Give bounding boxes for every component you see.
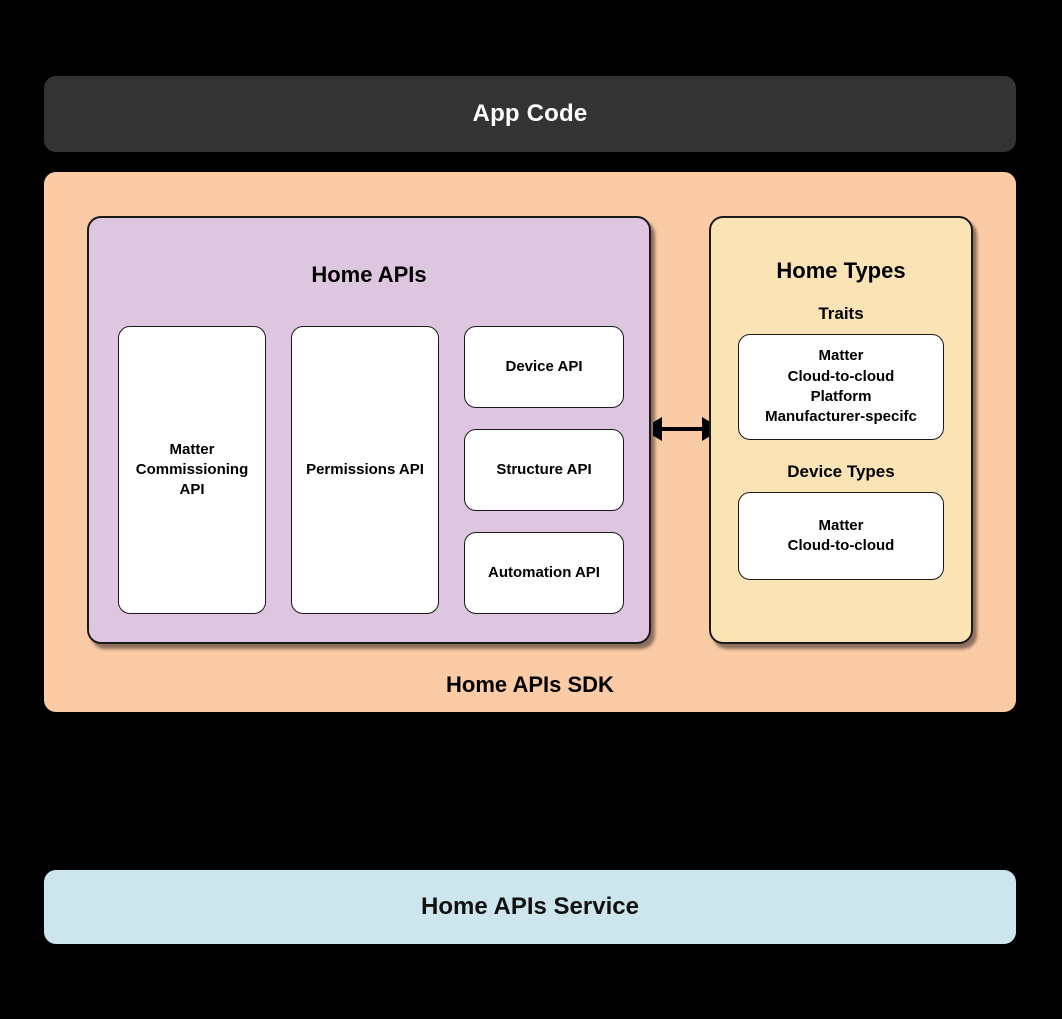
device-type-item: Matter (818, 516, 864, 534)
traits-heading: Traits (818, 304, 864, 323)
home-types-title: Home Types (776, 258, 906, 283)
structure-api-box: Structure API (464, 429, 624, 511)
permissions-api-label: Permissions API (306, 460, 424, 478)
automation-api-label: Automation API (488, 563, 600, 581)
structure-api-label: Structure API (496, 460, 592, 478)
home-apis-title: Home APIs (311, 262, 427, 287)
device-types-box: Matter Cloud-to-cloud (738, 492, 944, 580)
traits-item: Cloud-to-cloud (787, 367, 895, 385)
traits-item: Manufacturer-specifc (765, 408, 917, 426)
home-apis-service-bar: Home APIs Service (44, 870, 1016, 944)
home-apis-service-label: Home APIs Service (421, 893, 639, 920)
traits-item: Platform (810, 388, 872, 405)
home-types-panel: Home Types Traits Matter Cloud-to-cloud … (709, 216, 973, 644)
app-code-label: App Code (472, 100, 588, 127)
device-api-label: Device API (505, 357, 583, 375)
double-headed-arrow-icon (653, 417, 711, 441)
app-code-bar: App Code (44, 76, 1016, 152)
permissions-api-box: Permissions API (291, 326, 439, 614)
traits-item: Matter (818, 347, 864, 365)
home-apis-sdk-label: Home APIs SDK (446, 672, 614, 697)
traits-box: Matter Cloud-to-cloud Platform Manufactu… (738, 334, 944, 440)
api-stack: Device API Structure API Automation API (464, 326, 624, 614)
automation-api-box: Automation API (464, 532, 624, 614)
device-type-item: Cloud-to-cloud (787, 537, 895, 554)
device-types-heading: Device Types (787, 462, 895, 481)
device-api-box: Device API (464, 326, 624, 408)
